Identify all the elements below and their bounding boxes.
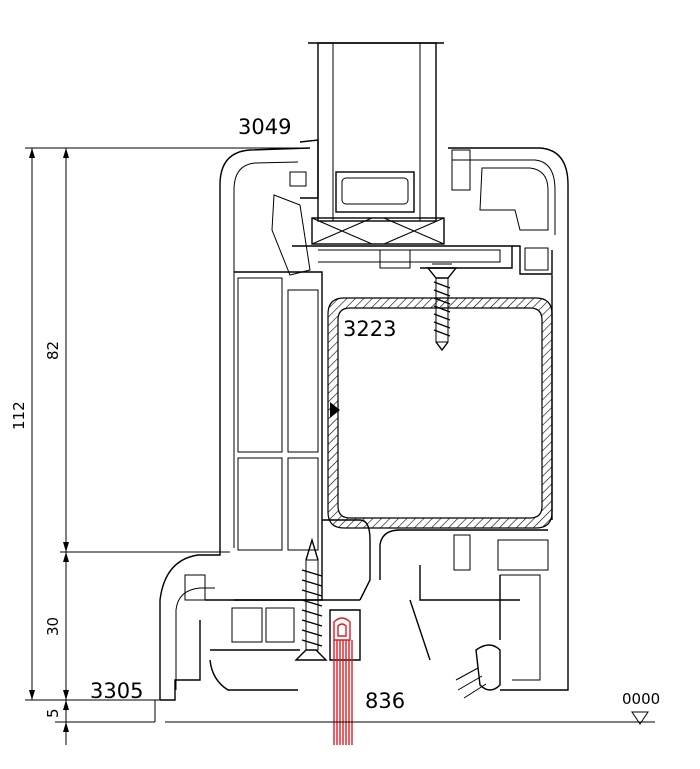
brush-seal [333,617,353,745]
screw-lower [294,537,328,661]
screw-upper [426,263,458,352]
glass-pane [308,42,444,222]
label-3049: 3049 [238,115,291,139]
dimension-30: 30 [44,617,62,636]
label-836: 836 [365,689,405,713]
frame-profile [159,139,569,701]
steel-reinforcement [327,297,553,529]
label-3305: 3305 [90,679,143,703]
baseline [55,711,655,725]
dimension-112: 112 [10,401,28,430]
dimension-82: 82 [44,341,62,360]
level-label: 0000 [622,690,660,708]
dimension-lines [25,147,300,745]
glass-spacer [311,217,445,245]
dimension-5: 5 [44,708,62,718]
label-3223: 3223 [343,317,396,341]
